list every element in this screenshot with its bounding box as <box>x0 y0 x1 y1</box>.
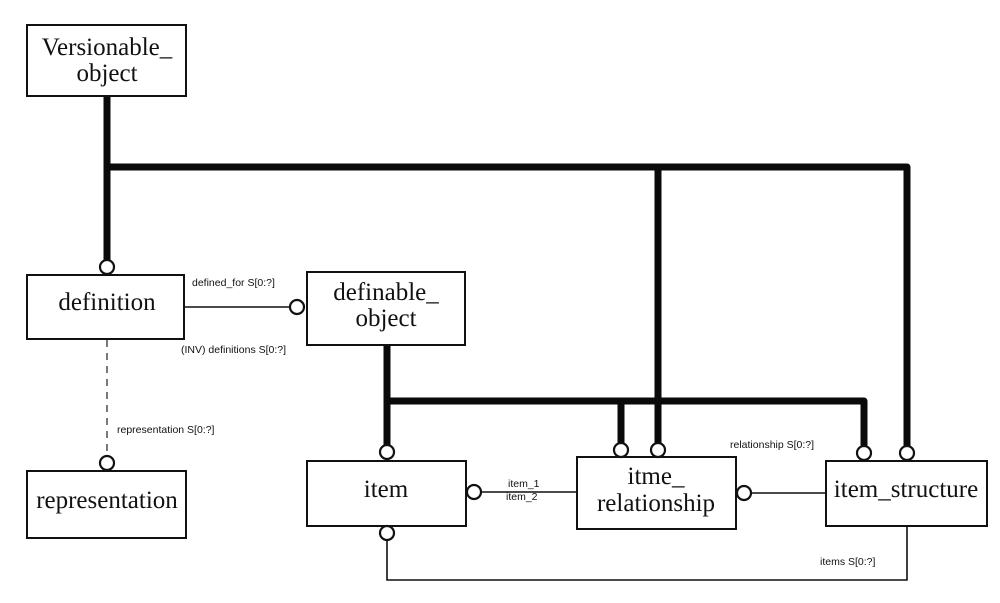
entity-name: item_structure <box>834 476 978 503</box>
items-line <box>386 526 908 581</box>
label-defined-for: defined_for S[0:?] <box>192 277 275 289</box>
label-relationship: relationship S[0:?] <box>730 439 814 451</box>
versionable-subtype-tree <box>103 92 911 449</box>
items-end-circle <box>378 524 396 542</box>
entity-name-line2: relationship <box>597 490 715 517</box>
definable-object-end-circle <box>288 298 306 316</box>
itme-relationship-definable-circle <box>612 441 630 459</box>
representation-end-circle <box>98 454 116 472</box>
entity-name-line1: definable_ <box>333 279 439 306</box>
definable-subtype-tree <box>383 341 868 449</box>
label-items: items S[0:?] <box>820 556 876 568</box>
label-inv-definitions: (INV) definitions S[0:?] <box>181 344 286 356</box>
item-structure-versionable-circle <box>898 444 916 462</box>
itme-relationship-end-circle <box>735 484 753 502</box>
entity-itme-relationship[interactable]: itme_ relationship <box>576 456 737 530</box>
entity-versionable-object[interactable]: Versionable_ object <box>26 24 187 97</box>
definition-subtype-circle <box>98 258 116 276</box>
entity-name: representation <box>36 487 178 514</box>
entity-name-line2: object <box>76 60 137 87</box>
item-structure-definable-circle <box>855 444 873 462</box>
entity-name-line1: itme_ <box>628 463 685 490</box>
definable-branch-item-structure <box>383 397 868 449</box>
entity-definable-object[interactable]: definable_ object <box>306 271 466 346</box>
label-item-1: item_1 <box>508 478 540 490</box>
label-item-2: item_2 <box>506 491 538 503</box>
entity-representation[interactable]: representation <box>26 470 187 539</box>
versionable-branch-item-structure <box>103 163 911 449</box>
item-subtype-circle <box>378 443 396 461</box>
label-representation: representation S[0:?] <box>117 424 215 436</box>
itme-relationship-versionable-circle <box>649 441 667 459</box>
entity-definition[interactable]: definition <box>26 274 185 340</box>
item-end-circle <box>465 483 483 501</box>
entity-name: definition <box>58 289 156 316</box>
entity-name: item <box>364 476 409 503</box>
entity-item-structure[interactable]: item_structure <box>825 460 988 527</box>
entity-name-line1: Versionable_ <box>42 34 173 61</box>
entity-item[interactable]: item <box>306 460 467 527</box>
entity-name-line2: object <box>355 305 416 332</box>
